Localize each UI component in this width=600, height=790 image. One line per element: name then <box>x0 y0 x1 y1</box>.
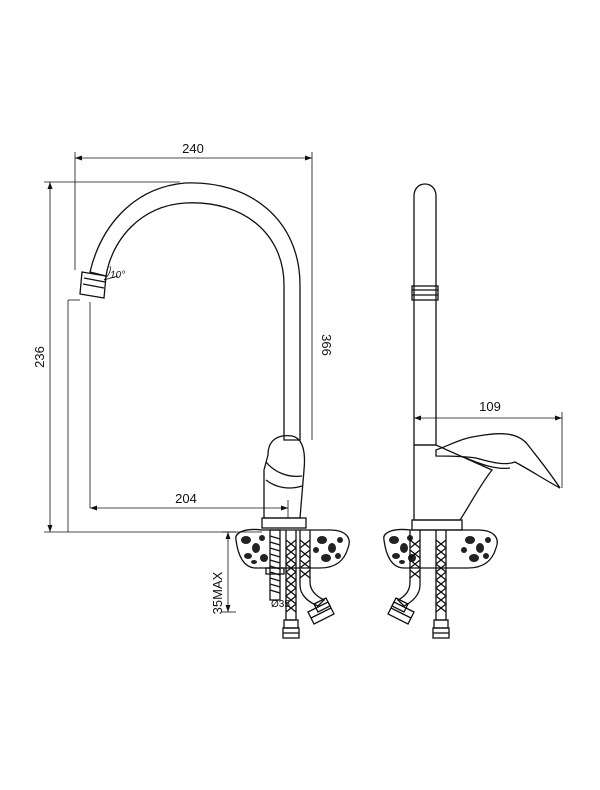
side-handle-underside <box>465 457 511 470</box>
dimension-lines-front <box>44 152 313 613</box>
side-mounting-nut <box>383 528 498 569</box>
side-aerator <box>411 285 439 301</box>
dimension-lines-side <box>413 412 563 488</box>
dim-handle-length: 109 <box>479 399 501 414</box>
hose-fitting-left <box>282 619 300 639</box>
dim-spout-angle: 10° <box>110 270 125 281</box>
dim-overall-width: 240 <box>182 141 204 156</box>
side-view <box>383 183 563 639</box>
side-hose-left <box>396 530 421 607</box>
aerator-ring-2 <box>82 283 105 289</box>
dim-mount-thickness: 35MAX <box>210 571 225 614</box>
side-spout <box>413 183 437 446</box>
dim-hole-diameter: Ø35 <box>271 599 290 610</box>
side-hose-right <box>435 530 447 621</box>
side-base-plate <box>411 519 463 531</box>
dim-total-height: 366 <box>319 334 334 356</box>
side-hose-fitting-right <box>432 619 450 639</box>
dimension-arrows-side <box>414 415 562 421</box>
side-pebble-pattern <box>389 535 491 564</box>
spout-aerator <box>79 271 107 299</box>
dim-spout-height: 236 <box>32 346 47 368</box>
gooseneck-spout <box>89 182 301 441</box>
aerator-ring <box>83 277 106 283</box>
hose-fitting-right <box>307 597 335 625</box>
braided-hose-right <box>299 530 326 607</box>
mounting-nut <box>235 528 350 569</box>
side-handle <box>435 433 561 489</box>
body-curve <box>265 479 303 489</box>
base-plate <box>261 517 307 529</box>
threaded-stud <box>265 529 285 601</box>
dimension-arrows-front <box>47 155 312 612</box>
pebble-pattern <box>241 535 343 564</box>
side-hose-fitting-left <box>387 597 415 625</box>
handle-lever <box>265 461 303 478</box>
front-view <box>44 152 350 639</box>
faucet-body <box>263 434 306 519</box>
dim-reach: 204 <box>175 491 197 506</box>
